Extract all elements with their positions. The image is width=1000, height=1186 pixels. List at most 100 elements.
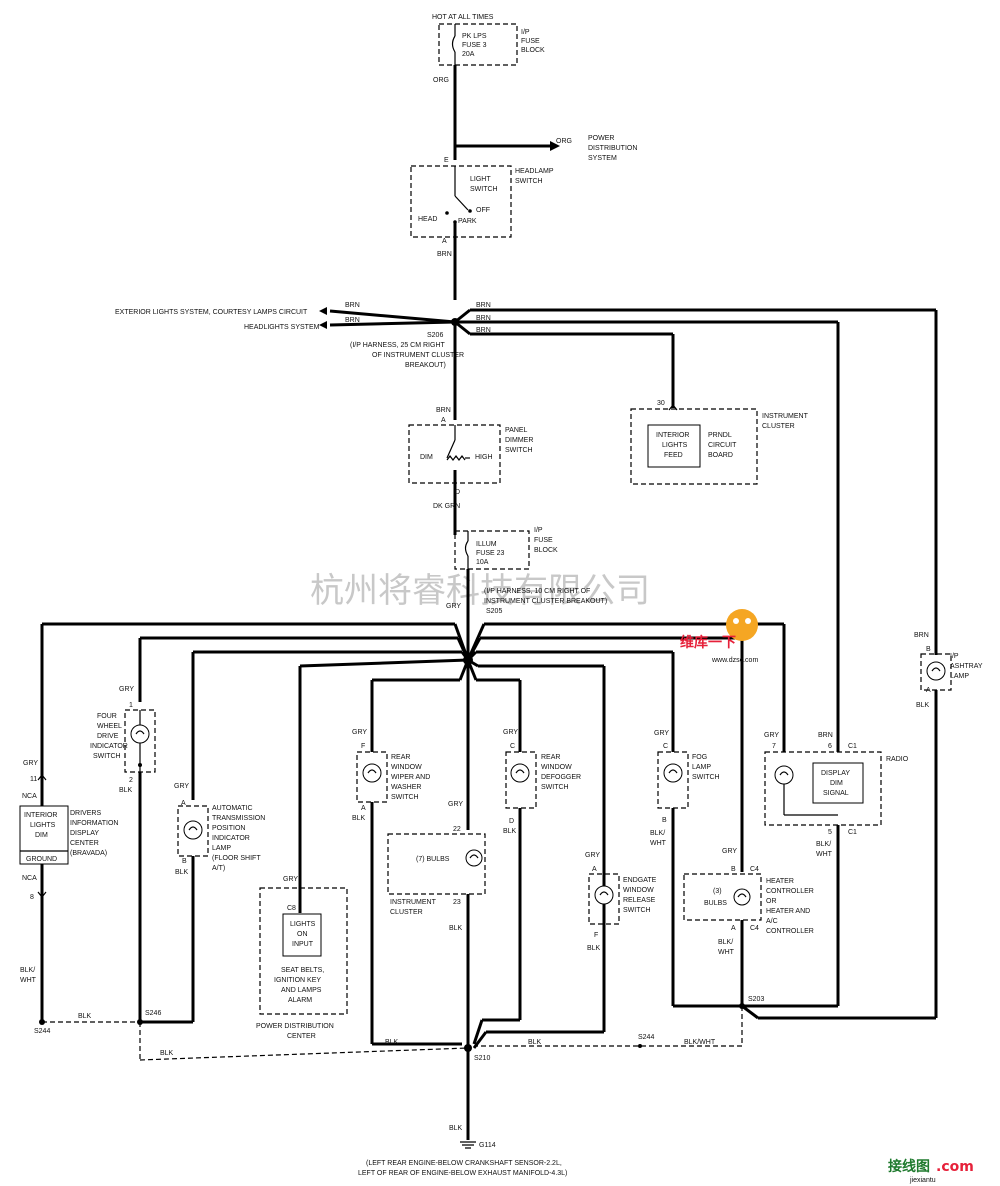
pdc-outline	[259, 887, 348, 1015]
bulbs7-pin-23: 23	[453, 899, 461, 906]
drivers-l1: INTERIOR	[24, 812, 57, 819]
brn-3: BRN	[476, 302, 491, 309]
dimmer-pin-d: D	[455, 489, 460, 496]
wiper-gry: GRY	[352, 729, 367, 736]
bulbs7-gry: GRY	[448, 801, 463, 808]
ashtray-bulb	[926, 661, 946, 681]
heater-c4-b: C4	[750, 925, 759, 932]
switch-label: SWITCH	[470, 186, 498, 193]
wiper-filament	[367, 769, 377, 774]
bulbs7-outline	[387, 833, 486, 895]
4wd-pin-1: 1	[129, 702, 133, 709]
bulbs7-filament	[469, 854, 479, 859]
endgate-pin-f: F	[594, 932, 598, 939]
exterior-wire	[329, 309, 456, 324]
trans-l5: LAMP	[212, 845, 231, 852]
dds-2: DIM	[830, 780, 843, 787]
radio-c1-a: C1	[848, 743, 857, 750]
trans-l6: (FLOOR SHIFT	[212, 855, 261, 862]
defog-bulb	[510, 763, 530, 783]
radio-bw2: WHT	[816, 851, 833, 858]
endgate-l4: SWITCH	[623, 907, 651, 914]
drivers-r1: DRIVERS	[70, 810, 101, 817]
ashtray-pin-b: B	[926, 646, 931, 653]
drivers-blk: BLK	[78, 1013, 92, 1020]
wiper-l5: SWITCH	[391, 794, 419, 801]
endgate-l2: WINDOW	[623, 887, 654, 894]
dimmer-label-2: DIMMER	[505, 437, 533, 444]
drivers-nca-1: NCA	[22, 793, 37, 800]
dzsc-url: www.dzsc.com	[711, 657, 758, 664]
ashtray-brn: BRN	[914, 632, 929, 639]
trans-l4: INDICATOR	[212, 835, 250, 842]
4wd-l5: SWITCH	[93, 753, 121, 760]
org-wire-color: ORG	[433, 77, 449, 84]
loi-3: INPUT	[292, 941, 314, 948]
hdl-arrow	[319, 321, 327, 329]
heater-bw1: BLK/	[718, 939, 733, 946]
ext-lights-system: EXTERIOR LIGHTS SYSTEM, COURTESY LAMPS C…	[115, 309, 308, 316]
park-label: PARK	[458, 218, 477, 225]
s206-note-2: OF INSTRUMENT CLUSTER	[372, 352, 464, 359]
pdc-gry: GRY	[283, 876, 298, 883]
s244-id: S244	[34, 1028, 50, 1035]
bulbs7-blk: BLK	[449, 925, 463, 932]
gry-radio-conv	[466, 623, 486, 661]
pdc-name-1: POWER DISTRIBUTION	[256, 1023, 334, 1030]
endgate-blk: BLK	[587, 945, 601, 952]
dds-3: SIGNAL	[823, 790, 849, 797]
brn-5: BRN	[476, 327, 491, 334]
blk-dashed-to-s210	[139, 1047, 469, 1061]
trans-filament	[188, 826, 198, 831]
s206-note-1: (I/P HARNESS, 25 CM RIGHT	[350, 342, 446, 349]
heater-r4: HEATER AND	[766, 908, 810, 915]
drivers-conn-8	[37, 891, 47, 898]
wiper-l1: REAR	[391, 754, 410, 761]
fog-bw2: WHT	[650, 840, 667, 847]
dimmer-label-3: SWITCH	[505, 447, 533, 454]
jiexiantu-cn: 接线图	[888, 1158, 930, 1175]
ilf-1: INTERIOR	[656, 432, 689, 439]
blk-dashed-label: BLK	[160, 1050, 174, 1057]
wiper-blk: BLK	[352, 815, 366, 822]
s210-id: S210	[474, 1055, 490, 1062]
jiexiantu-com: .com	[936, 1159, 974, 1175]
ip-fuse-block-outline	[438, 23, 518, 66]
trans-pin-b: B	[182, 858, 187, 865]
headlamp-label-2: SWITCH	[515, 178, 543, 185]
ashtray-pin-a: A	[926, 687, 931, 694]
heater-r1: HEATER	[766, 878, 794, 885]
heater-bulb	[733, 888, 751, 906]
light-label: LIGHT	[470, 176, 491, 183]
heater-c4-a: C4	[750, 866, 759, 873]
dimmer-brn: BRN	[436, 407, 451, 414]
display-dim-signal-box	[812, 762, 864, 804]
wiper-pin-f: F	[361, 743, 365, 750]
bulbs7-pin-22: 22	[453, 826, 461, 833]
4wd-blk: BLK	[119, 787, 133, 794]
heater-pin-b: B	[731, 866, 736, 873]
dimmer-label-1: PANEL	[505, 427, 528, 434]
radio-bulb	[774, 765, 794, 785]
fog-pin-b: B	[662, 817, 667, 824]
endgate-l1: ENDGATE	[623, 877, 657, 884]
trans-l1: AUTOMATIC	[212, 805, 253, 812]
drivers-nca-2: NCA	[22, 875, 37, 882]
dim-label: DIM	[420, 454, 433, 461]
block-label: BLOCK	[521, 47, 545, 54]
ashtray-blk: BLK	[916, 702, 930, 709]
pdc-c8: C8	[287, 905, 296, 912]
org-wire-color-2: ORG	[556, 138, 572, 145]
headlights-wire	[329, 320, 456, 327]
ip-label: I/P	[521, 29, 530, 36]
headlamp-switch-outline	[410, 165, 512, 238]
s210-blk-left: BLK	[385, 1039, 399, 1046]
power-dist-label-3: SYSTEM	[588, 155, 617, 162]
pin-e: E	[444, 157, 449, 164]
radio-pin-7: 7	[772, 743, 776, 750]
drivers-r3: DISPLAY	[70, 830, 99, 837]
hot-at-all-times-label: HOT AT ALL TIMES	[432, 14, 494, 21]
heater-pin-a: A	[731, 925, 736, 932]
